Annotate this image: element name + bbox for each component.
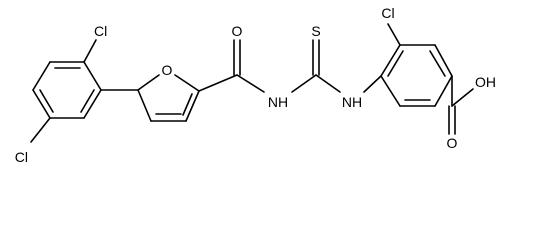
acid-oxygen-label: O [447,135,458,151]
bond [32,89,51,119]
bond [174,74,200,92]
double-bond-inner [80,89,95,113]
thio-nh-label: NH [342,94,362,110]
furan-ring [137,74,200,122]
bond-nh-thiocarbonyl [291,74,317,93]
bond-nh-benzoic [363,75,382,93]
bond [83,61,102,91]
furan-oxygen-label: O [162,62,173,78]
amide-oxygen-label: O [232,23,243,39]
bond [32,61,51,91]
acid-oh-label: OH [475,74,496,90]
double-bond-inner [429,50,446,77]
cl-left-label: Cl [15,149,28,165]
double-bond-inner [39,89,54,113]
bond-to-cl-left [30,117,51,143]
bond-to-cl-top [83,39,97,63]
double-bond-inner [387,50,404,77]
cl-right-label: Cl [381,5,394,21]
double-bond-inner [182,93,193,116]
chlorobenzoic-ring [380,44,453,107]
bond [380,44,401,77]
bond-thiocarbonyl-nh [315,74,341,93]
bond-carboxyl-oh [451,88,474,107]
bond-carbonyl-nh [236,74,265,93]
bond [434,44,453,77]
bond [380,75,401,107]
amide-nh-label: NH [268,94,288,110]
bond [185,90,200,122]
bond-to-cl-right [387,23,401,46]
bond [137,74,160,91]
dichlorophenyl-ring [32,61,102,119]
chemical-structure-diagram: Cl Cl O O NH S NH [15,5,496,165]
thio-sulfur-label: S [311,23,320,39]
bond-furan-carbonyl [198,74,238,92]
cl-top-label: Cl [94,23,107,39]
bond [434,75,453,107]
bond [137,89,152,122]
bond [83,89,102,119]
